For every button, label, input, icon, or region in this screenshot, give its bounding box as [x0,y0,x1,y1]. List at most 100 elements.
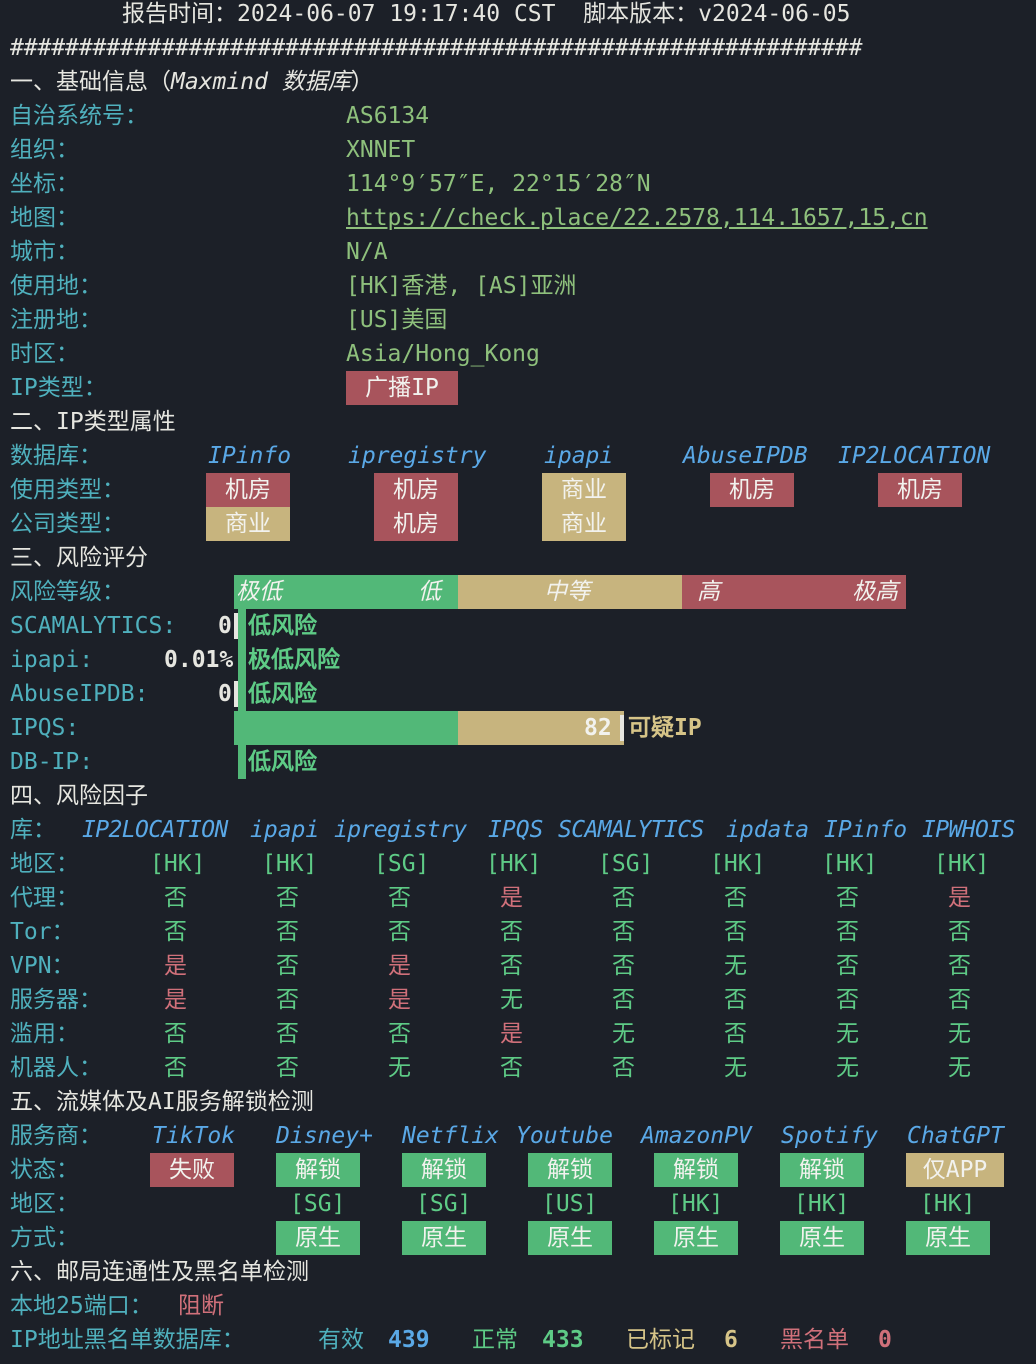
org-label: 组织： [10,137,79,163]
abuseipdb-label: AbuseIPDB: [10,681,149,707]
method-label: 方式： [10,1225,79,1251]
factor-cell: 否 [612,885,635,911]
database-label: 数据库： [10,443,102,469]
factor-row-label: 代理： [10,885,79,911]
factor-cell: 否 [500,1055,523,1081]
score-bar [238,643,246,677]
factor-cell: 是 [500,1021,523,1047]
svc-disney: Disney+ [276,1123,373,1149]
factor-cell: 否 [500,919,523,945]
db-ipapi: ipapi [544,443,614,469]
factor-cell: 无 [612,1021,635,1047]
factor-cell: 否 [388,885,411,911]
usage-type-badge: 机房 [374,473,458,507]
factor-row-label: VPN： [10,953,75,979]
ipqs-label: IPQS: [10,715,80,741]
registry-label: 注册地： [10,307,102,333]
risk-scale-very-low: 极低 [236,579,282,605]
factor-cell: 否 [276,1021,299,1047]
factor-cell: 否 [836,953,859,979]
asn-label: 自治系统号： [10,103,148,129]
dbip-verdict: 低风险 [248,749,317,775]
method-badge: 原生 [402,1221,486,1255]
db-abuseipdb: AbuseIPDB [683,443,808,469]
db-ipregistry: ipregistry [348,443,487,469]
factor-cell: 否 [612,953,635,979]
factor-region-cell: [HK] [486,851,542,877]
scamalytics-score: 0 [218,613,232,639]
status-badge: 仅APP [906,1153,1004,1187]
risk-scale-low: 低 [418,579,441,605]
score-bar [238,745,246,779]
valid-count: 439 [388,1327,430,1353]
status-label: 状态： [10,1157,79,1183]
factor-cell: 是 [388,987,411,1013]
factor-db-scamalytics: SCAMALYTICS [558,817,704,843]
svc-amazonpv: AmazonPV [641,1123,752,1149]
factor-cell: 是 [388,953,411,979]
region-value: [HK] [920,1191,976,1217]
asn-value: AS6134 [346,103,430,129]
status-badge: 解锁 [654,1153,738,1187]
factor-cell: 否 [724,1021,747,1047]
factor-cell: 是 [164,953,187,979]
factor-db-ipregistry: ipregistry [334,817,467,843]
marked-count: 6 [724,1327,738,1353]
timezone-label: 时区： [10,341,79,367]
factor-cell: 否 [276,1055,299,1081]
status-badge: 解锁 [276,1153,360,1187]
region-value: [US] [542,1191,598,1217]
score-bar [238,609,246,643]
factor-cell: 否 [388,1021,411,1047]
factor-cell: 否 [276,885,299,911]
factor-cell: 否 [836,919,859,945]
map-label: 地图： [10,205,79,231]
valid-label: 有效 [318,1327,364,1353]
abuseipdb-score: 0 [218,681,232,707]
factor-cell: 否 [836,885,859,911]
score-marker [234,681,238,707]
ipapi-score: 0.01% [164,647,234,673]
factor-cell: 无 [724,1055,747,1081]
risk-scale-low-segment [234,575,458,609]
risk-scale-high: 高 [697,579,720,605]
factor-region-cell: [HK] [822,851,878,877]
ipqs-bar-mid [458,711,624,745]
factor-cell: 否 [948,919,971,945]
factor-cell: 否 [164,885,187,911]
factor-region-cell: [HK] [150,851,206,877]
marked-label: 已标记 [626,1327,695,1353]
svc-youtube: Youtube [516,1123,613,1149]
port25-value: 阻断 [178,1293,224,1319]
risk-level-label: 风险等级： [10,579,125,605]
factor-cell: 否 [948,987,971,1013]
registry-value: [US]美国 [346,307,448,333]
svc-tiktok: TikTok [152,1123,236,1149]
map-link[interactable]: https://check.place/22.2578,114.1657,15,… [346,205,928,231]
factor-row-label: 滥用： [10,1021,79,1047]
ipqs-score: 82 [584,715,612,741]
ipapi-verdict: 极低风险 [248,647,340,673]
usage-type-label: 使用类型： [10,477,125,503]
factor-db-ip2location: IP2LOCATION [82,817,228,843]
svc-chatgpt: ChatGPT [907,1123,1004,1149]
coord-value: 114°9′57″E, 22°15′28″N [346,171,651,197]
abuseipdb-verdict: 低风险 [248,681,317,707]
region-label: 地区： [10,1191,79,1217]
scamalytics-verdict: 低风险 [248,613,317,639]
status-badge: 解锁 [780,1153,864,1187]
city-value: N/A [346,239,388,265]
org-value: XNNET [346,137,416,163]
status-badge: 失败 [150,1153,234,1187]
score-marker [234,613,238,639]
section-4-title: 四、风险因子 [10,783,148,809]
risk-scale-high-segment [682,575,906,609]
ipqs-verdict: 可疑IP [628,715,702,741]
factor-cell: 无 [500,987,523,1013]
blacklist-label: 黑名单 [780,1327,849,1353]
lib-label: 库： [10,817,56,843]
factor-cell: 无 [836,1055,859,1081]
db-ipinfo: IPinfo [208,443,292,469]
usage-type-badge: 机房 [206,473,290,507]
factor-cell: 否 [724,919,747,945]
